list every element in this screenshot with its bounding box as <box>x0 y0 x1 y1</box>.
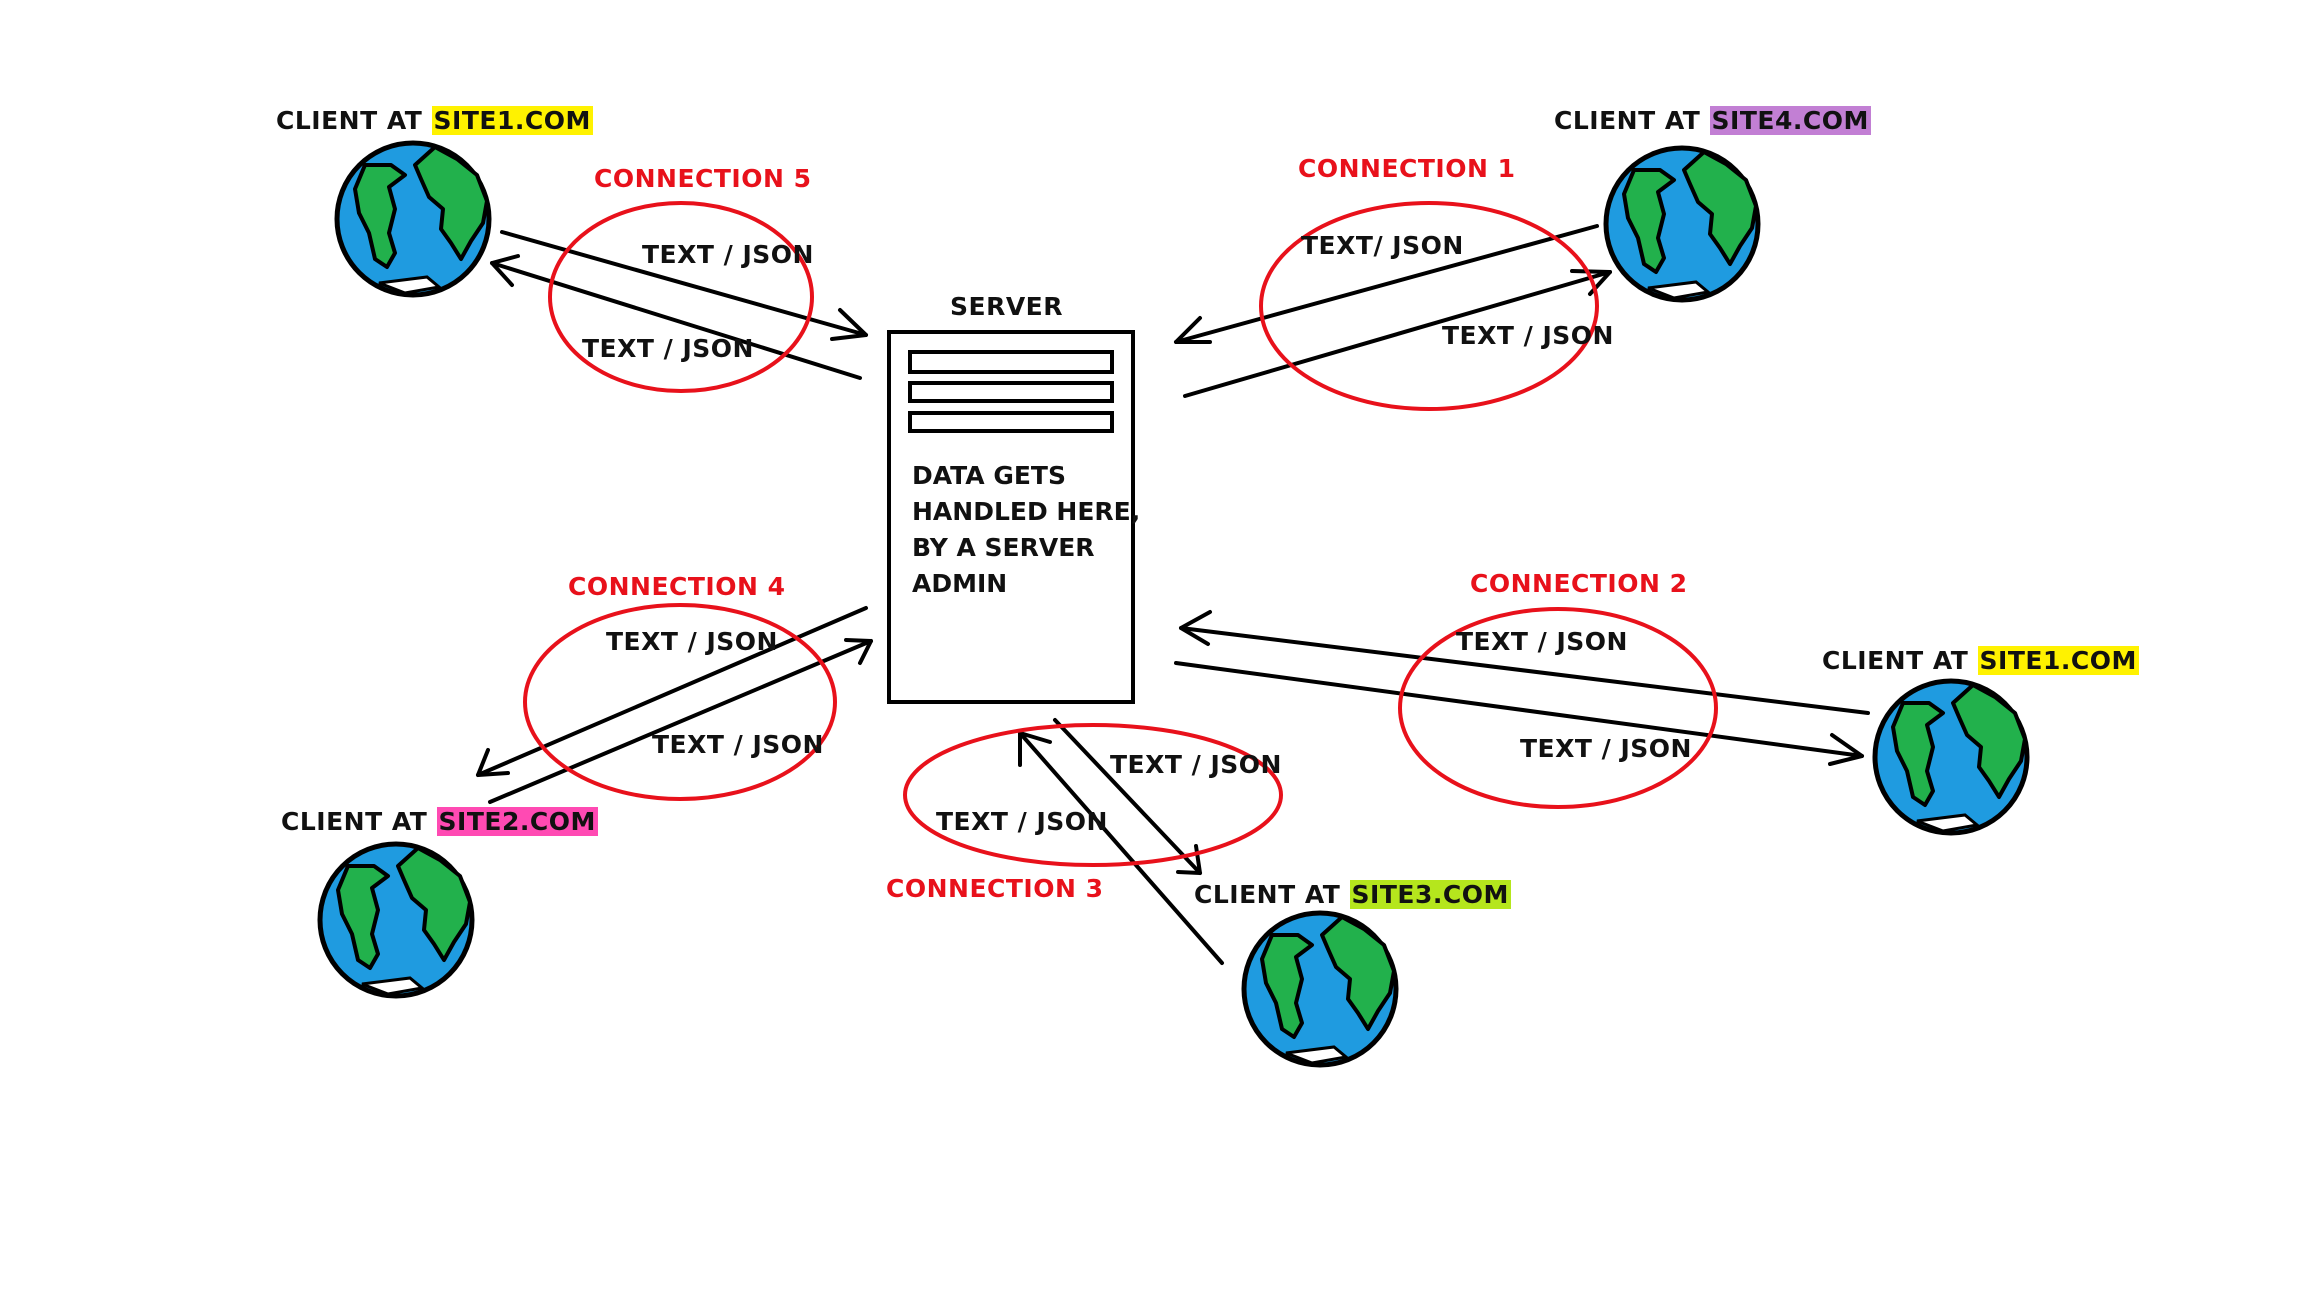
payload-label: TEXT / JSON <box>642 240 814 269</box>
arrowhead <box>490 254 520 287</box>
client-label-site1-right: CLIENT AT SITE1.COM <box>1822 646 2139 675</box>
connection-2-title: CONNECTION 2 <box>1470 569 1688 598</box>
payload-label: TEXT / JSON <box>936 807 1108 836</box>
site-highlight: SITE1.COM <box>1977 646 2139 675</box>
site-highlight: SITE2.COM <box>436 807 598 836</box>
payload-label: TEXT / JSON <box>582 334 754 363</box>
payload-label: TEXT / JSON <box>1520 734 1692 763</box>
arrowhead <box>1570 269 1612 296</box>
connection-5-ellipse <box>548 201 814 393</box>
connection-5-title: CONNECTION 5 <box>594 164 812 193</box>
client-prefix: CLIENT AT <box>281 807 428 836</box>
arrow <box>1179 626 1870 715</box>
client-label-site1-top: CLIENT AT SITE1.COM <box>276 106 593 135</box>
server-slot <box>908 381 1114 403</box>
server-line: ADMIN <box>912 569 1008 598</box>
connection-1-title: CONNECTION 1 <box>1298 154 1516 183</box>
connection-3-ellipse <box>903 723 1283 867</box>
payload-label: TEXT / JSON <box>606 627 778 656</box>
arrow <box>1053 718 1202 875</box>
server-description: DATA GETS HANDLED HERE, BY A SERVER ADMI… <box>912 458 1140 602</box>
client-label-site3: CLIENT AT SITE3.COM <box>1194 880 1511 909</box>
server-line: DATA GETS <box>912 461 1066 490</box>
client-prefix: CLIENT AT <box>1194 880 1341 909</box>
client-prefix: CLIENT AT <box>1554 106 1701 135</box>
server-box <box>887 330 1135 704</box>
server-line: HANDLED HERE, <box>912 497 1141 526</box>
client-prefix: CLIENT AT <box>276 106 423 135</box>
site-highlight: SITE1.COM <box>431 106 593 135</box>
arrow <box>1183 270 1612 398</box>
site-highlight: SITE4.COM <box>1709 106 1871 135</box>
connection-3-title: CONNECTION 3 <box>886 874 1104 903</box>
payload-label: TEXT/ JSON <box>1301 231 1464 260</box>
payload-label: TEXT / JSON <box>652 730 824 759</box>
arrowhead <box>476 748 510 777</box>
arrow <box>1174 224 1599 344</box>
arrow <box>1174 661 1864 758</box>
server-slot <box>908 411 1114 433</box>
arrowhead <box>830 308 868 341</box>
arrowhead <box>1179 610 1212 646</box>
server-title: SERVER <box>950 292 1064 321</box>
arrowhead <box>1828 733 1864 766</box>
server-line: BY A SERVER <box>912 533 1095 562</box>
payload-label: TEXT / JSON <box>1442 321 1614 350</box>
arrowhead <box>1018 731 1052 767</box>
arrowhead <box>844 638 873 665</box>
client-label-site2: CLIENT AT SITE2.COM <box>281 807 598 836</box>
server-slot <box>908 350 1114 374</box>
arrow <box>1018 731 1224 965</box>
client-label-site4: CLIENT AT SITE4.COM <box>1554 106 1871 135</box>
site-highlight: SITE3.COM <box>1349 880 1511 909</box>
arrow <box>488 639 873 804</box>
client-prefix: CLIENT AT <box>1822 646 1969 675</box>
connection-4-ellipse <box>523 603 837 801</box>
connection-1-ellipse <box>1259 201 1599 411</box>
arrow <box>500 230 868 337</box>
payload-label: TEXT / JSON <box>1456 627 1628 656</box>
connection-4-title: CONNECTION 4 <box>568 572 786 601</box>
arrowhead <box>1174 316 1212 344</box>
payload-label: TEXT / JSON <box>1110 750 1282 779</box>
connection-2-ellipse <box>1398 607 1718 809</box>
